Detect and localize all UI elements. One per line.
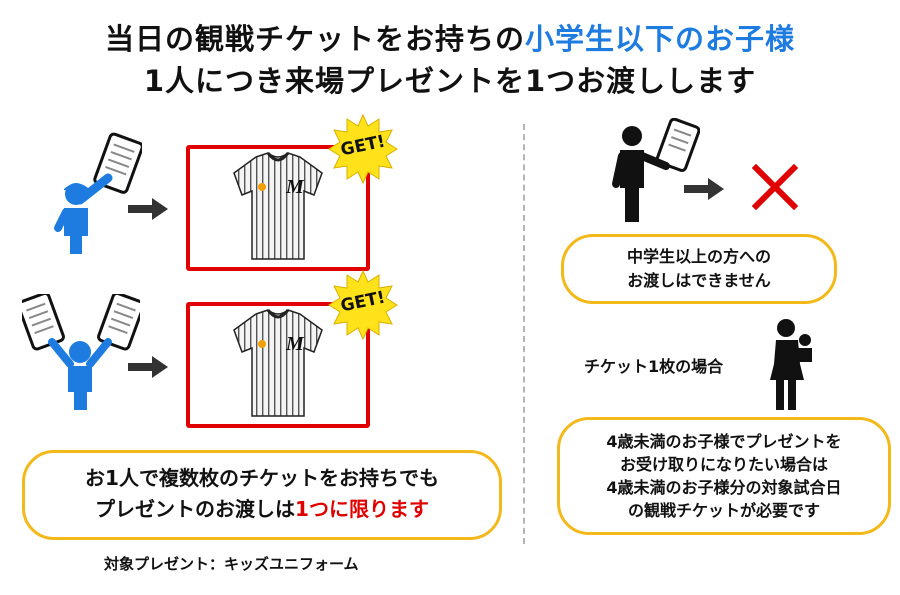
headline-line-2: 1人につき来場プレゼントを1つお渡しします [143, 64, 757, 98]
single-ticket-label: チケット1枚の場合 [584, 357, 724, 376]
cross-mark-icon [752, 164, 798, 210]
headline-line-1-prefix: 当日の観戦チケットをお持ちの [104, 22, 525, 56]
infant-note-line-1: 4歳未満のお子様でプレゼントを [606, 432, 842, 451]
one-per-person-note: お1人で複数枚のチケットをお持ちでも プレゼントのお渡しは1つに限ります [22, 450, 502, 540]
present-caption: 対象プレゼント：キッズユニフォーム [104, 555, 359, 573]
infant-note-line-4: の観戦チケットが必要です [627, 501, 820, 520]
note-line-2-prefix: プレゼントのお渡しは [95, 497, 296, 521]
adult-holding-ticket-icon [612, 118, 700, 222]
present-box: M [186, 145, 370, 271]
arrow-right-icon [684, 178, 724, 200]
not-eligible-line-2: お渡しはできません [627, 271, 771, 290]
child-holding-ticket-icon [54, 132, 142, 254]
headline-line-1: 当日の観戦チケットをお持ちの小学生以下のお子様 [0, 16, 900, 58]
not-eligible-note: 中学生以上の方への お渡しはできません [561, 234, 837, 304]
not-eligible-line-1: 中学生以上の方への [626, 247, 771, 266]
uniform-jersey-icon: M [233, 309, 323, 417]
svg-text:M: M [285, 176, 305, 198]
note-line-1: お1人で複数枚のチケットをお持ちでも [85, 466, 439, 490]
infant-note-line-2: お受け取りになりたい場合は [619, 455, 828, 474]
child-holding-two-tickets-icon [22, 294, 140, 410]
headline-line-1-highlight: 小学生以下のお子様 [525, 22, 796, 56]
infant-ticket-note: 4歳未満のお子様でプレゼントを お受け取りになりたい場合は 4歳未満のお子様分の… [557, 417, 891, 535]
arrow-right-icon [128, 198, 168, 220]
note-line-2: プレゼントのお渡しは1つに限ります [25, 494, 499, 525]
get-badge-1 [328, 114, 398, 184]
infant-note-line-3: 4歳未満のお子様分の対象試合日 [606, 478, 842, 497]
note-line-2-highlight: 1つに限ります [295, 497, 429, 521]
get-badge-2 [328, 270, 398, 340]
parent-with-infant-icon [770, 319, 812, 410]
uniform-jersey-icon: M [233, 152, 323, 260]
panel-divider [523, 124, 525, 544]
arrow-right-icon [128, 356, 168, 378]
svg-text:M: M [285, 333, 305, 355]
